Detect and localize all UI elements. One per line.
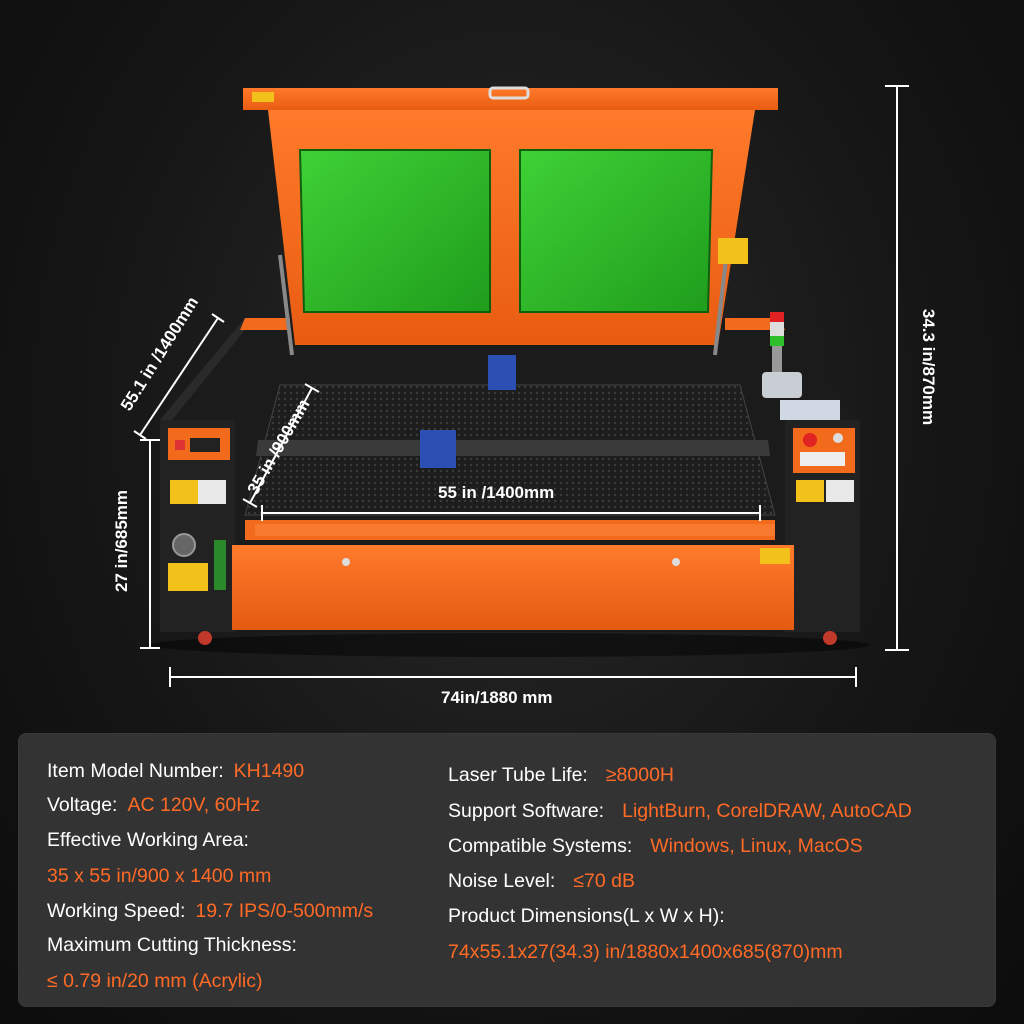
spec-working-speed: Working Speed: 19.7 IPS/0-500mm/s [47, 900, 373, 923]
warning-label-front [760, 548, 790, 564]
work-width-dimension-label: 55 in /1400mm [438, 483, 555, 502]
left-side-edge [160, 318, 245, 420]
spec-value: ≤ 0.79 in/20 mm (Acrylic) [47, 970, 263, 992]
laser-head [420, 430, 456, 468]
width-dimension-label: 74in/1880 mm [441, 688, 553, 707]
dimension-lines [133, 85, 909, 687]
spec-label: Maximum Cutting Thickness: [47, 934, 297, 956]
spec-label: Voltage: [47, 794, 118, 816]
caster-wheel [198, 631, 212, 645]
caster-wheel [823, 631, 837, 645]
spec-product-dimensions-label: Product Dimensions(L x W x H): [448, 905, 725, 928]
spec-label: Working Speed: [47, 900, 186, 922]
control-screen [780, 400, 840, 420]
gas-strut-right [713, 249, 729, 356]
spec-value: Windows, Linux, MacOS [650, 835, 863, 857]
front-lip [245, 520, 775, 540]
spec-cutting-thickness-value: ≤ 0.79 in/20 mm (Acrylic) [47, 970, 263, 993]
spec-working-area-value: 35 x 55 in/900 x 1400 mm [47, 865, 271, 888]
spec-label: Product Dimensions(L x W x H): [448, 905, 725, 927]
spec-support-software: Support Software: LightBurn, CorelDRAW, A… [448, 800, 912, 823]
gantry-rail [256, 440, 770, 456]
spec-noise-level: Noise Level: ≤70 dB [448, 870, 635, 893]
top-edge-left [240, 318, 290, 330]
gas-strut-left [278, 254, 294, 356]
window-left [298, 149, 491, 313]
specifications-panel: Item Model Number: KH1490 Voltage: AC 120V… [18, 733, 996, 1007]
floor-shadow [150, 633, 870, 657]
window-right [519, 149, 714, 313]
warning-label-left [170, 480, 198, 504]
spec-value: 35 x 55 in/900 x 1400 mm [47, 865, 272, 887]
spec-value: 74x55.1x27(34.3) in/1880x1400x685(870)mm [448, 941, 843, 963]
spec-cutting-thickness-label: Maximum Cutting Thickness: [47, 934, 297, 957]
spec-label: Laser Tube Life: [448, 764, 588, 786]
spec-model-number: Item Model Number: KH1490 [47, 760, 304, 783]
laser-machine-drawing [133, 85, 909, 687]
spec-product-dimensions-value: 74x55.1x27(34.3) in/1880x1400x685(870)mm [448, 941, 843, 964]
spec-tube-life: Laser Tube Life: ≥8000H [448, 764, 674, 787]
height-body-dimension-label: 27 in/685mm [112, 489, 131, 593]
rear-carriage [488, 355, 516, 390]
spec-label: Support Software: [448, 800, 605, 822]
spec-label: Effective Working Area: [47, 829, 249, 851]
spec-value: ≥8000H [605, 764, 675, 786]
spec-value: LightBurn, CorelDRAW, AutoCAD [622, 800, 912, 822]
spec-compatible-systems: Compatible Systems: Windows, Linux, MacOS [448, 835, 863, 858]
front-door [232, 545, 794, 630]
emergency-stop-icon [803, 433, 817, 447]
spec-voltage: Voltage: AC 120V, 60Hz [47, 794, 260, 817]
right-control-panel [793, 428, 855, 473]
spec-label: Noise Level: [448, 870, 556, 892]
spec-value: 19.7 IPS/0-500mm/s [195, 900, 374, 922]
spec-value: ≤70 dB [573, 870, 635, 892]
spec-value: KH1490 [233, 760, 305, 782]
product-illustration: 55.1 in /1400mm 34.3 in/870mm 27 in/685m… [112, 85, 938, 707]
height-total-dimension-label: 34.3 in/870mm [919, 308, 938, 426]
lid-handle [488, 86, 530, 100]
spec-label: Compatible Systems: [448, 835, 633, 857]
signal-light-icon [770, 312, 784, 322]
spec-working-area-label: Effective Working Area: [47, 829, 249, 852]
spec-label: Item Model Number: [47, 760, 224, 782]
spec-value: AC 120V, 60Hz [127, 794, 261, 816]
ammeter-icon [172, 533, 196, 557]
